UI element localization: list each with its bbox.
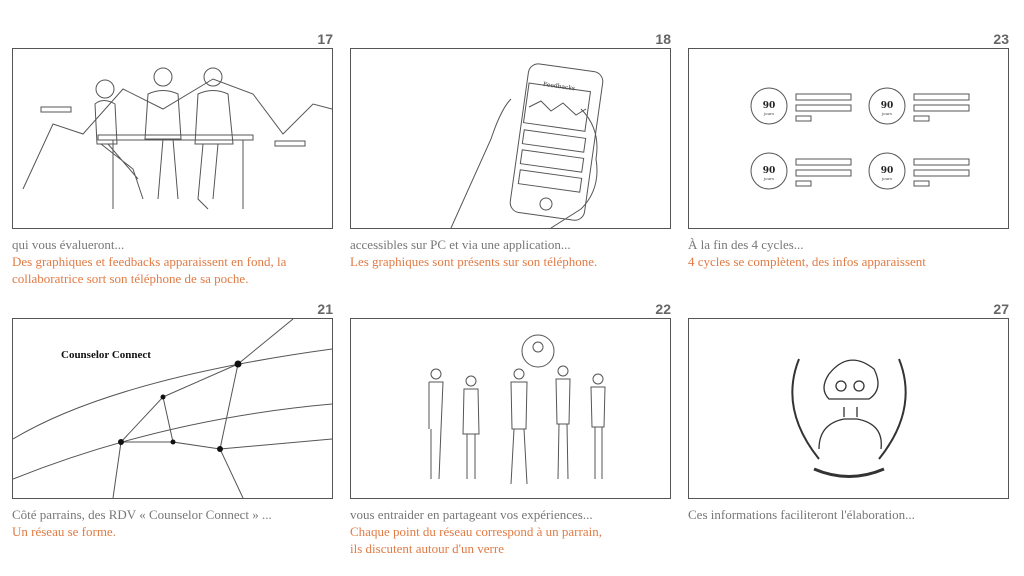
cycle-block: 90 jours [868, 87, 970, 125]
panel-caption: À la fin des 4 cycles... [688, 237, 804, 252]
cycle-unit: jours [881, 111, 892, 116]
panel-frame [350, 318, 671, 499]
panel-frame: Feedbacks [350, 48, 671, 229]
cycles-illustration: 90 jours 90 jours 90 jours 90 jours [750, 87, 970, 190]
cycle-value: 90 [881, 166, 894, 176]
panel-note: Chaque point du réseau correspond à un p… [350, 524, 602, 539]
person [510, 368, 528, 485]
cycle-value: 90 [763, 101, 776, 111]
panel-number: 23 [993, 31, 1009, 47]
network-node [217, 446, 223, 452]
panel-caption: Ces informations faciliteront l'élaborat… [688, 507, 915, 522]
panel-caption: qui vous évalueront... [12, 237, 125, 252]
counselor-connect-title: Counselor Connect [61, 349, 151, 361]
network-node [118, 439, 124, 445]
cycle-value: 90 [881, 101, 894, 111]
panel-number: 17 [317, 31, 333, 47]
storyboard-panel-21: 21 Counselor Connect Côté parrains, des … [12, 301, 333, 540]
cycle-unit: jours [763, 111, 774, 116]
panel-number: 27 [993, 301, 1009, 317]
panel-number: 18 [655, 31, 671, 47]
group-people-illustration [428, 334, 606, 485]
storyboard-panel-27: 27 Ces informations faciliteront l'élabo… [688, 301, 1009, 523]
panel-frame [12, 48, 333, 229]
person [428, 368, 444, 480]
storyboard-panel-17: 17 qui vous évalueront... Des graphiques… [12, 31, 333, 287]
cycle-unit: jours [763, 176, 774, 181]
panel-note: 4 cycles se complètent, des infos appara… [688, 254, 926, 269]
panel-frame: 90 jours 90 jours 90 jours 90 jours [688, 48, 1009, 229]
panel-note: ils discutent autour d'un verre [350, 541, 504, 556]
person [462, 375, 480, 479]
cycle-block: 90 jours [868, 152, 970, 190]
panel-frame: Counselor Connect [12, 318, 333, 499]
laurel-portrait-illustration [791, 358, 907, 478]
phone-in-hand-illustration: Feedbacks [450, 63, 604, 228]
screen-title: Feedbacks [543, 81, 576, 92]
network-node [160, 394, 166, 400]
cycle-value: 90 [763, 166, 776, 176]
network-node [234, 360, 242, 368]
panel-caption: Côté parrains, des RDV « Counselor Conne… [12, 507, 272, 522]
panel-caption: vous entraider en partageant vos expérie… [350, 507, 593, 522]
storyboard-panel-23: 23 90 jours 90 jours 90 jours 90 jours [688, 31, 1009, 270]
panel-note: collaboratrice sort son téléphone de sa … [12, 271, 249, 286]
person [590, 373, 606, 479]
storyboard-panel-18: 18 Feedbacks accessibles sur PC et via u… [350, 31, 671, 270]
panel-number: 21 [317, 301, 333, 317]
panel-frame [688, 318, 1009, 499]
person [555, 365, 571, 480]
panel-note: Des graphiques et feedbacks apparaissent… [12, 254, 287, 269]
panel-note: Un réseau se forme. [12, 524, 116, 539]
panel-note: Les graphiques sont présents sur son tél… [350, 254, 598, 269]
panel-caption: accessibles sur PC et via une applicatio… [350, 237, 571, 252]
storyboard-panel-22: 22 vous entraider en partageant vos expé… [350, 301, 671, 557]
network-node [170, 439, 176, 445]
cycle-unit: jours [881, 176, 892, 181]
network-illustration [13, 319, 332, 498]
panel-number: 22 [655, 301, 671, 317]
cycle-block: 90 jours [750, 152, 852, 190]
meeting-illustration [22, 67, 332, 210]
cycle-block: 90 jours [750, 87, 852, 125]
